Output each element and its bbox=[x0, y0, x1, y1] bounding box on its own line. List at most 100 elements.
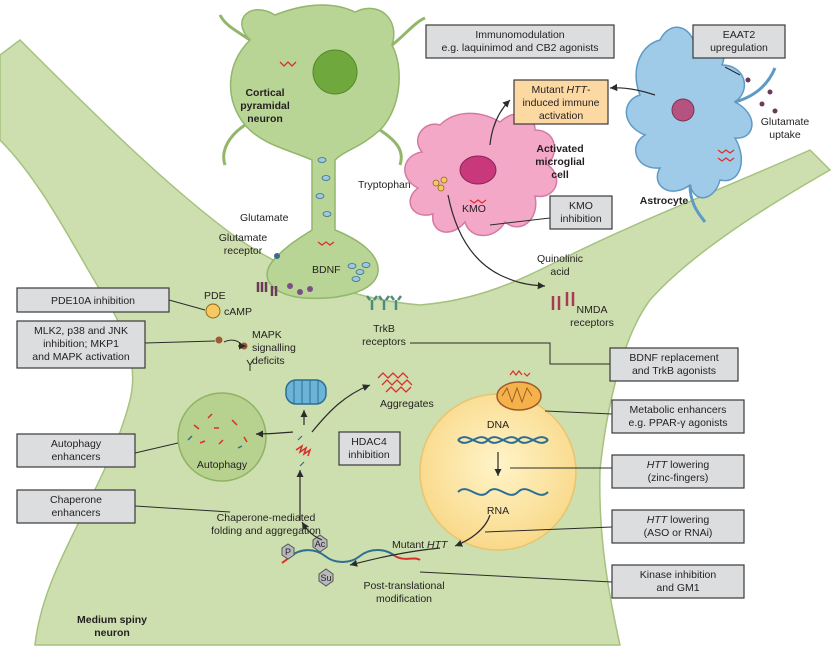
svg-text:Glutamate: Glutamate bbox=[761, 116, 810, 128]
dna-helix bbox=[457, 436, 549, 444]
svg-text:EAAT2: EAAT2 bbox=[723, 29, 756, 41]
svg-text:MAPK: MAPK bbox=[252, 329, 282, 341]
svg-text:Quinolinic: Quinolinic bbox=[537, 253, 583, 265]
svg-text:PDE: PDE bbox=[204, 290, 226, 302]
svg-text:Post-translational: Post-translational bbox=[363, 580, 444, 592]
svg-text:Activated: Activated bbox=[536, 143, 583, 155]
svg-text:neuron: neuron bbox=[94, 627, 130, 639]
svg-text:receptor: receptor bbox=[224, 245, 263, 257]
svg-text:inhibition; MKP1: inhibition; MKP1 bbox=[43, 338, 119, 350]
autophagy-enhancers-box: Autophagy enhancers bbox=[16, 433, 136, 468]
svg-text:BDNF: BDNF bbox=[312, 264, 341, 276]
svg-text:deficits: deficits bbox=[252, 355, 285, 367]
immunomodulation-box: Immunomodulation e.g. laquinimod and CB2… bbox=[425, 24, 615, 59]
svg-text:enhancers: enhancers bbox=[51, 507, 100, 519]
svg-text:(zinc-fingers): (zinc-fingers) bbox=[648, 472, 709, 484]
svg-text:Ac: Ac bbox=[315, 539, 326, 549]
aggregates-icon bbox=[377, 372, 413, 393]
svg-text:and GM1: and GM1 bbox=[656, 582, 699, 594]
cell-labels: Cortical pyramidal neuron Activated micr… bbox=[77, 87, 688, 639]
svg-text:Autophagy: Autophagy bbox=[51, 438, 102, 450]
svg-text:DNA: DNA bbox=[487, 419, 509, 431]
svg-text:e.g. laquinimod and CB2 agonis: e.g. laquinimod and CB2 agonists bbox=[441, 42, 598, 54]
svg-text:activation: activation bbox=[539, 110, 584, 122]
svg-text:Mutant HTT: Mutant HTT bbox=[392, 539, 449, 551]
metabolic-enhancers-box: Metabolic enhancers e.g. PPAR-γ agonists bbox=[611, 399, 745, 434]
autophagosome bbox=[177, 392, 267, 482]
svg-text:inhibition: inhibition bbox=[348, 449, 390, 461]
svg-text:receptors: receptors bbox=[570, 317, 614, 329]
svg-text:and TrkB agonists: and TrkB agonists bbox=[632, 365, 716, 377]
vesicles-axon bbox=[315, 157, 371, 282]
svg-text:NMDA: NMDA bbox=[577, 304, 608, 316]
svg-text:signalling: signalling bbox=[252, 342, 296, 354]
svg-text:P: P bbox=[285, 547, 291, 557]
svg-text:HTT lowering: HTT lowering bbox=[647, 459, 710, 471]
autophagy-contents bbox=[193, 413, 248, 445]
activated-microglia bbox=[404, 112, 558, 237]
svg-text:neuron: neuron bbox=[247, 113, 283, 125]
svg-text:Astrocyte: Astrocyte bbox=[640, 195, 689, 207]
svg-text:pyramidal: pyramidal bbox=[240, 100, 290, 112]
cortical-pyramidal-neuron bbox=[218, 4, 426, 300]
svg-text:Autophagy: Autophagy bbox=[197, 459, 248, 471]
kinase-inhibition-box: Kinase inhibition and GM1 bbox=[611, 564, 745, 599]
annotation-labels: Glutamate Glutamate receptor BDNF PDE cA… bbox=[197, 116, 809, 605]
phospho-group bbox=[281, 543, 295, 560]
acetyl-group bbox=[312, 534, 328, 553]
svg-text:and MAPK activation: and MAPK activation bbox=[32, 351, 130, 363]
svg-text:Chaperone-mediated: Chaperone-mediated bbox=[217, 512, 316, 524]
rna-strand bbox=[457, 488, 549, 496]
svg-text:modification: modification bbox=[376, 593, 432, 605]
htt-fragment bbox=[295, 444, 312, 457]
pde-icon bbox=[205, 303, 221, 319]
svg-text:Immunomodulation: Immunomodulation bbox=[475, 29, 564, 41]
svg-text:microglial: microglial bbox=[535, 156, 585, 168]
svg-text:Medium spiny: Medium spiny bbox=[77, 614, 147, 626]
svg-text:folding and aggregation: folding and aggregation bbox=[211, 525, 321, 537]
svg-text:acid: acid bbox=[550, 266, 569, 278]
svg-text:receptors: receptors bbox=[362, 336, 406, 348]
svg-text:cAMP: cAMP bbox=[224, 306, 252, 318]
hdac4-inhibition-box: HDAC4 inhibition bbox=[338, 431, 401, 466]
svg-text:induced immune: induced immune bbox=[522, 97, 599, 109]
svg-text:RNA: RNA bbox=[487, 505, 509, 517]
svg-text:Cortical: Cortical bbox=[245, 87, 284, 99]
htt-lowering-aso-box: HTT lowering (ASO or RNAi) bbox=[611, 509, 745, 544]
nmda-receptors bbox=[551, 292, 575, 310]
trkb-receptors bbox=[366, 295, 402, 310]
svg-text:BDNF replacement: BDNF replacement bbox=[629, 352, 718, 364]
svg-text:PDE10A inhibition: PDE10A inhibition bbox=[51, 295, 135, 307]
svg-text:TrkB: TrkB bbox=[373, 323, 395, 335]
kmo-inhibition-box: KMO inhibition bbox=[549, 195, 613, 230]
svg-text:enhancers: enhancers bbox=[51, 451, 100, 463]
svg-text:uptake: uptake bbox=[769, 129, 801, 141]
mitochondrion-icon bbox=[496, 370, 542, 411]
svg-text:Glutamate: Glutamate bbox=[240, 212, 289, 224]
svg-text:HDAC4: HDAC4 bbox=[351, 436, 387, 448]
svg-text:Kinase inhibition: Kinase inhibition bbox=[640, 569, 717, 581]
svg-text:Chaperone: Chaperone bbox=[50, 494, 102, 506]
svg-text:KMO: KMO bbox=[569, 200, 593, 212]
htt-lowering-zinc-box: HTT lowering (zinc-fingers) bbox=[611, 454, 745, 489]
cortical-nucleus bbox=[312, 49, 358, 95]
svg-text:Metabolic enhancers: Metabolic enhancers bbox=[630, 404, 727, 416]
mutant-htt-protein bbox=[281, 534, 421, 587]
svg-text:upregulation: upregulation bbox=[710, 42, 768, 54]
svg-text:HTT lowering: HTT lowering bbox=[647, 514, 710, 526]
svg-text:Mutant HTT-: Mutant HTT- bbox=[532, 84, 591, 96]
eaat2-box: EAAT2 upregulation bbox=[692, 24, 786, 59]
sumo-group bbox=[318, 568, 334, 587]
svg-text:Glutamate: Glutamate bbox=[219, 232, 268, 244]
svg-text:MLK2, p38 and JNK: MLK2, p38 and JNK bbox=[34, 325, 128, 337]
svg-text:cell: cell bbox=[551, 169, 569, 181]
svg-text:Aggregates: Aggregates bbox=[380, 398, 434, 410]
astrocyte bbox=[625, 26, 778, 223]
mlk2-box: MLK2, p38 and JNK inhibition; MKP1 and M… bbox=[16, 320, 146, 369]
connector-lines bbox=[134, 66, 741, 583]
chaperone-enhancers-box: Chaperone enhancers bbox=[16, 489, 136, 524]
immune-activation-box: Mutant HTT- induced immune activation bbox=[513, 79, 609, 125]
svg-text:(ASO or RNAi): (ASO or RNAi) bbox=[644, 527, 713, 539]
